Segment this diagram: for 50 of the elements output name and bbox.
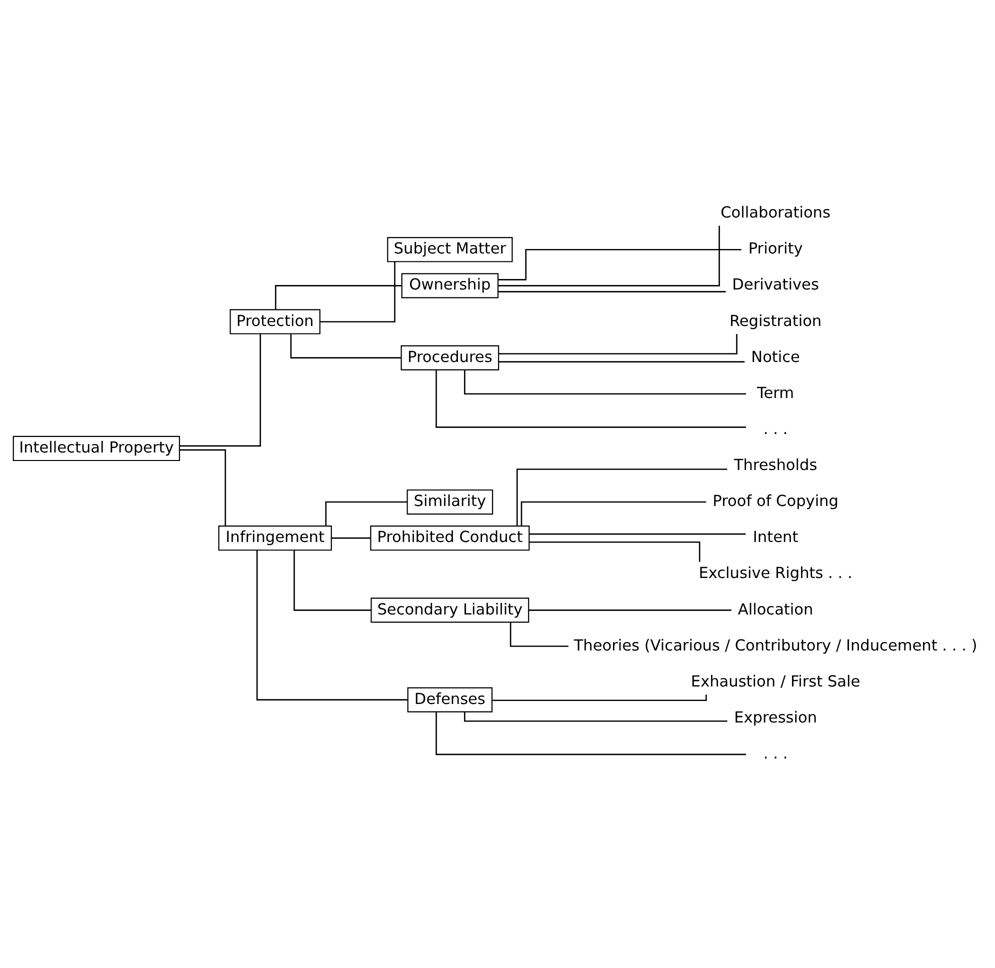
connector [274,285,402,310]
connector [516,468,727,526]
node-text: Notice [750,348,800,366]
connector [256,550,408,700]
node-text: Allocation [737,600,813,618]
node-box: Ownership [400,273,498,298]
node-text: Exhaustion / First Sale [690,672,860,690]
node-text: Thresholds [733,456,817,474]
node-text: Theories (Vicarious / Contributory / Inducement . . . ) [573,636,977,654]
node-box: Protection [229,309,320,334]
node-text: Term [756,384,794,402]
node-box: Defenses [406,687,492,712]
node-box: Secondary Liability [370,598,529,623]
node-text: Collaborations [720,204,830,222]
connector [435,370,746,428]
node-text: Registration [728,312,822,330]
connector [528,533,746,535]
connector [290,334,400,358]
connector [330,537,370,539]
connector [464,712,727,722]
node-text: Exclusive Rights . . . [698,564,852,582]
connector [179,449,226,526]
node-text: Proof of Copying [712,492,838,510]
node-text: Expression [734,708,817,726]
connector [528,610,731,611]
node-text: Derivatives [732,276,818,294]
node-text: . . . [762,744,788,762]
connector [520,501,706,526]
node-box: Intellectual Property [12,436,180,462]
connector [319,262,395,322]
connector [435,712,746,756]
node-box: Procedures [400,345,499,370]
connector [498,334,737,354]
connector [324,501,407,526]
node-box: Subject Matter [386,237,512,262]
node-box: Similarity [406,489,493,515]
node-text: Intent [752,528,798,546]
node-text: . . . [762,420,788,438]
connector [498,361,744,362]
connector [179,334,260,447]
connector [498,226,720,286]
connector [509,622,568,647]
node-text: Priority [748,240,802,258]
node-box: Infringement [218,526,332,551]
connector [528,541,700,562]
connector [498,248,741,280]
connector [464,370,746,394]
connector [498,291,726,292]
node-box: Prohibited Conduct [370,526,530,551]
connector [293,550,371,611]
